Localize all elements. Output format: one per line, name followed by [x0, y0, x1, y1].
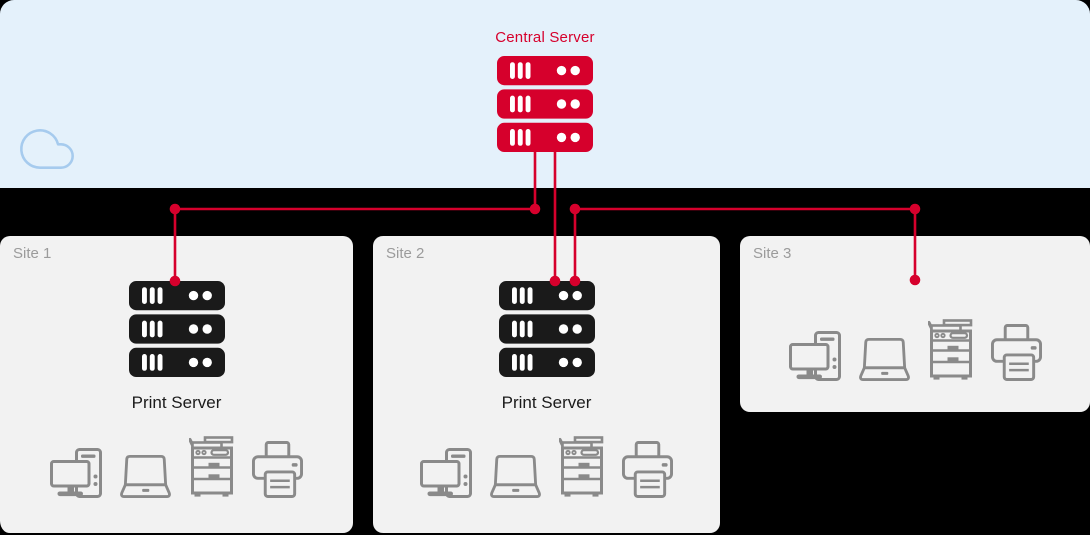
cloud-icon	[19, 121, 75, 177]
site-2-panel: Site 2 Print Server	[373, 236, 720, 533]
site-1-print-server-label: Print Server	[131, 393, 222, 412]
site-1-panel: Site 1 Print Server	[0, 236, 353, 533]
multifunction-printer-icon	[559, 436, 605, 498]
printer-icon	[622, 441, 673, 498]
connection-node	[569, 203, 581, 215]
connection-node	[529, 203, 541, 215]
printer-icon	[991, 324, 1042, 381]
site-1-print-server-icon	[129, 281, 225, 377]
multifunction-printer-icon	[189, 436, 235, 498]
printer-icon	[252, 441, 303, 498]
desktop-computer-icon	[50, 448, 102, 498]
site-3-devices	[740, 319, 1090, 381]
laptop-icon	[858, 337, 911, 382]
site-3-label: Site 3	[753, 245, 792, 262]
cloud-zone: Central Server	[0, 0, 1090, 188]
connection-node	[909, 203, 921, 215]
desktop-computer-icon	[789, 331, 841, 381]
laptop-icon	[489, 454, 542, 499]
connection-node	[169, 203, 181, 215]
site-2-label: Site 2	[386, 245, 425, 262]
site-2-print-server-icon	[499, 281, 595, 377]
site-1-label: Site 1	[13, 245, 52, 262]
desktop-computer-icon	[420, 448, 472, 498]
site-2-devices	[373, 436, 720, 498]
site-3-panel: Site 3	[740, 236, 1090, 412]
multifunction-printer-icon	[928, 319, 974, 381]
central-server-icon	[497, 56, 593, 152]
site-2-print-server-label: Print Server	[501, 393, 592, 412]
central-server-label: Central Server	[495, 29, 595, 46]
laptop-icon	[119, 454, 172, 499]
site-1-devices	[0, 436, 353, 498]
